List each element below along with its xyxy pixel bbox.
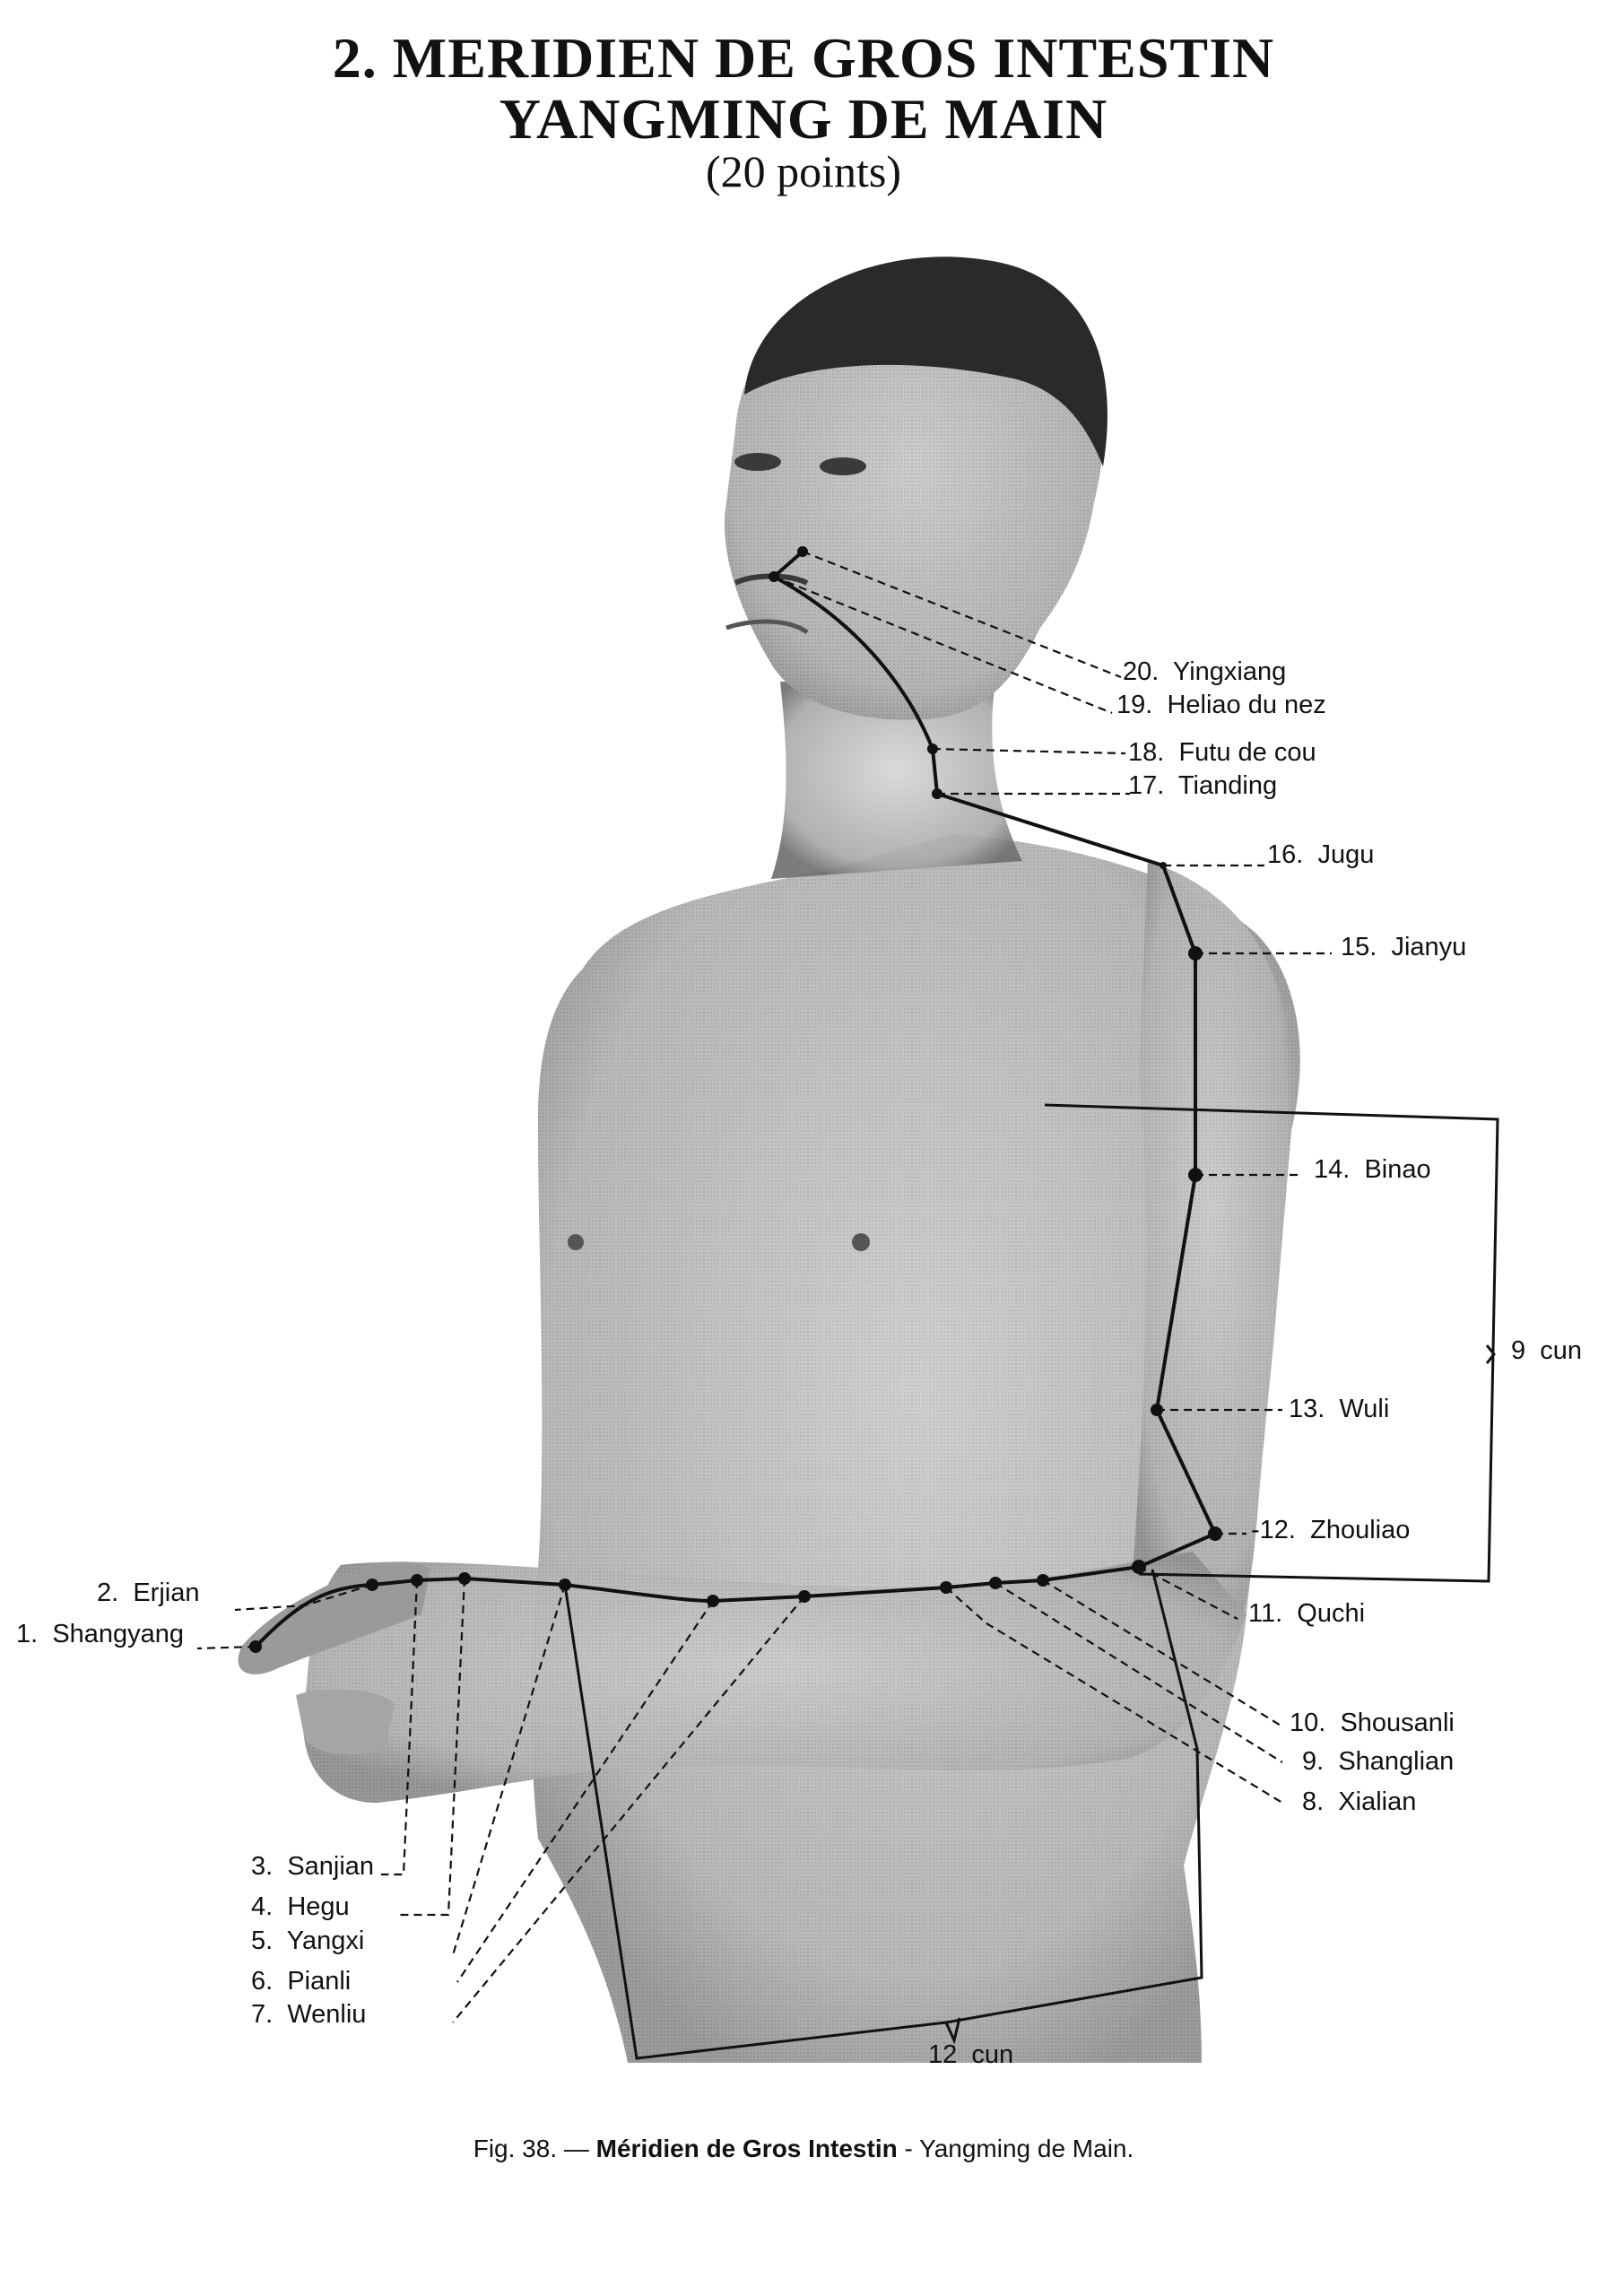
measure-forearm: 12 cun [928, 2040, 1014, 2069]
label-point-3: 3. Sanjian [251, 1852, 375, 1881]
point-10-dot [1037, 1574, 1049, 1587]
point-13-dot [1151, 1404, 1163, 1416]
measurement-brackets [563, 1103, 1499, 2060]
point-18-dot [927, 744, 938, 754]
point-9-dot [989, 1577, 1002, 1589]
label-point-13: 13. Wuli [1289, 1395, 1390, 1423]
label-point-15: 15. Jianyu [1341, 933, 1467, 961]
label-point-9: 9. Shanglian [1302, 1747, 1455, 1776]
page-title: 2. MERIDIEN DE GROS INTESTIN [332, 26, 1275, 90]
point-7-dot [798, 1590, 811, 1603]
label-point-17: 17. Tianding [1128, 771, 1278, 800]
label-point-1: 1. Shangyang [16, 1620, 185, 1648]
label-point-8: 8. Xialian [1302, 1787, 1417, 1816]
label-point-20: 20. Yingxiang [1123, 657, 1287, 686]
label-point-7: 7. Wenliu [251, 2000, 367, 2029]
label-point-11: 11. Quchi [1248, 1599, 1366, 1628]
point-6-dot [707, 1595, 719, 1607]
label-point-18: 18. Futu de cou [1128, 738, 1316, 767]
label-point-16: 16. Jugu [1267, 840, 1375, 869]
point-5-dot [559, 1578, 571, 1591]
figure-caption: Fig. 38. — Méridien de Gros Intestin - Y… [473, 2135, 1134, 2162]
torso-silhouette [238, 257, 1300, 2063]
label-point-12: -12. Zhouliao [1251, 1516, 1411, 1544]
point-11-dot [1132, 1560, 1146, 1574]
point-20-dot [797, 546, 808, 557]
label-point-4: 4. Hegu [251, 1892, 350, 1921]
point-1-dot [249, 1640, 262, 1653]
leader-lines [196, 550, 1332, 2023]
points-count: (20 points) [705, 146, 902, 196]
point-3-dot [411, 1574, 423, 1587]
point-15-dot [1188, 946, 1203, 961]
label-point-19: 19. Heliao du nez [1116, 691, 1326, 719]
label-point-10: 10. Shousanli [1290, 1709, 1455, 1737]
point-2-dot [366, 1578, 378, 1591]
label-point-6: 6. Pianli [251, 1967, 352, 1996]
page-subtitle: YANGMING DE MAIN [499, 87, 1108, 151]
point-4-dot [458, 1572, 471, 1585]
measure-upper-arm: 9 cun [1511, 1336, 1582, 1365]
point-16-dot [1160, 862, 1167, 869]
point-17-dot [932, 788, 942, 799]
point-8-dot [940, 1581, 952, 1594]
point-14-dot [1188, 1168, 1203, 1182]
acupoints [249, 546, 1222, 1653]
point-12-dot [1208, 1526, 1222, 1541]
point-19-dot [769, 571, 779, 582]
label-point-14: 14. Binao [1314, 1155, 1431, 1184]
label-point-2: 2. Erjian [97, 1578, 200, 1607]
label-point-5: 5. Yangxi [251, 1926, 365, 1955]
